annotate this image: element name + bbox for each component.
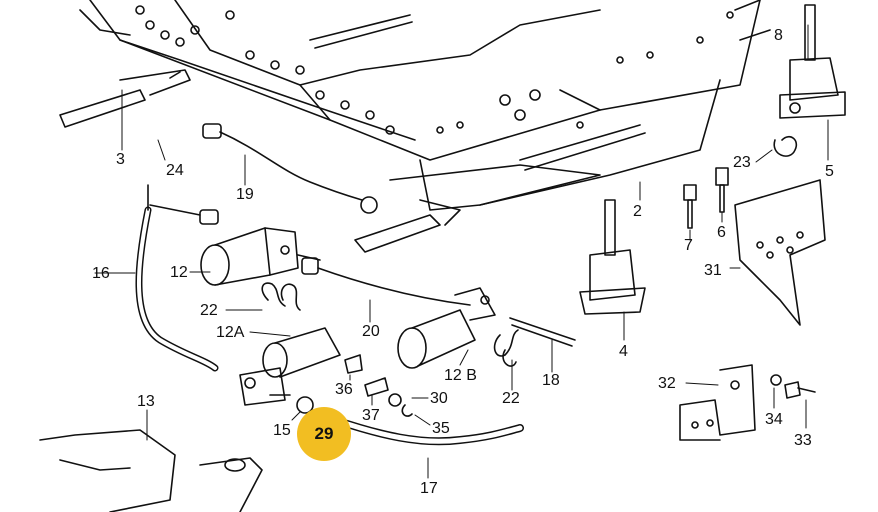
label-20: 20 bbox=[362, 323, 380, 340]
label-5: 5 bbox=[825, 163, 834, 180]
plate-31 bbox=[734, 179, 826, 326]
label-35: 35 bbox=[432, 420, 450, 437]
screw-7 bbox=[683, 184, 697, 229]
cable-19 bbox=[202, 123, 378, 214]
label-2: 2 bbox=[633, 203, 642, 220]
rail-3 bbox=[59, 69, 191, 128]
label-16: 16 bbox=[92, 265, 110, 282]
label-22-left: 22 bbox=[200, 302, 218, 319]
cable-20 bbox=[301, 257, 471, 306]
motor-12a bbox=[239, 327, 341, 406]
label-4: 4 bbox=[619, 343, 628, 360]
motor-12b bbox=[397, 287, 496, 369]
screw-33 bbox=[784, 381, 816, 399]
label-37: 37 bbox=[362, 407, 380, 424]
cable-17 bbox=[331, 416, 524, 446]
label-12: 12 bbox=[170, 264, 188, 281]
label-23: 23 bbox=[733, 154, 751, 171]
lower-rail bbox=[354, 164, 601, 253]
highlight-marker[interactable] bbox=[297, 407, 351, 461]
label-18: 18 bbox=[542, 372, 560, 389]
adjuster-4 bbox=[579, 199, 646, 315]
label-19: 19 bbox=[236, 186, 254, 203]
label-34: 34 bbox=[765, 411, 783, 428]
label-17: 17 bbox=[420, 480, 438, 497]
label-30: 30 bbox=[430, 390, 448, 407]
label-12b: 12 B bbox=[444, 367, 477, 384]
washer-34 bbox=[770, 374, 782, 386]
label-3: 3 bbox=[116, 151, 125, 168]
bracket-32 bbox=[679, 364, 756, 441]
label-6: 6 bbox=[717, 224, 726, 241]
screw-6 bbox=[715, 167, 729, 213]
leader-lines bbox=[94, 24, 829, 479]
label-8: 8 bbox=[774, 27, 783, 44]
label-33: 33 bbox=[794, 432, 812, 449]
label-22-right: 22 bbox=[502, 390, 520, 407]
label-15: 15 bbox=[273, 422, 291, 439]
clip-23 bbox=[773, 135, 798, 157]
label-7: 7 bbox=[684, 237, 693, 254]
adjuster-8 bbox=[779, 4, 846, 119]
label-32: 32 bbox=[658, 375, 676, 392]
label-24: 24 bbox=[166, 162, 184, 179]
label-13: 13 bbox=[137, 393, 155, 410]
highlight-label: 29 bbox=[314, 424, 334, 443]
cable-16 bbox=[135, 184, 219, 372]
motor-12 bbox=[200, 227, 321, 286]
label-31: 31 bbox=[704, 262, 722, 279]
clip-22a bbox=[261, 282, 301, 311]
seat-frame bbox=[79, 0, 771, 211]
bracket-13 bbox=[39, 429, 263, 512]
label-36: 36 bbox=[335, 381, 353, 398]
label-12a: 12A bbox=[216, 324, 245, 341]
rod-18 bbox=[509, 317, 576, 347]
clip-22b bbox=[493, 329, 519, 367]
